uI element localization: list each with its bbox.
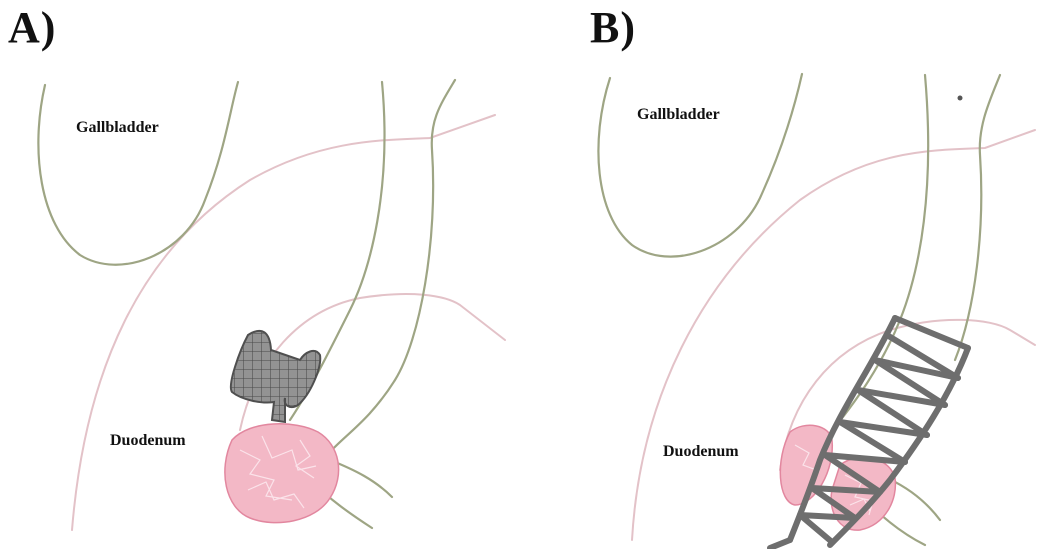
bile-duct-wall-right-b — [955, 75, 1000, 360]
tumor-a — [225, 424, 339, 523]
duodenum-label-a: Duodenum — [110, 432, 186, 449]
duodenal-fold-a1 — [330, 460, 392, 497]
gallbladder-label-a: Gallbladder — [76, 119, 159, 136]
bile-duct-wall-left-b — [820, 75, 928, 445]
gallbladder-outline-b — [598, 74, 802, 257]
panel-b: Gallbladder Duodenum — [598, 74, 1035, 548]
lams-stent-a — [231, 331, 320, 422]
duodenum-label-b: Duodenum — [663, 443, 739, 460]
panel-a: Gallbladder Duodenum — [38, 80, 505, 530]
gallbladder-outline-a — [38, 82, 238, 265]
gallbladder-label-b: Gallbladder — [637, 106, 720, 123]
panel-b-outer-curve — [632, 130, 1035, 540]
